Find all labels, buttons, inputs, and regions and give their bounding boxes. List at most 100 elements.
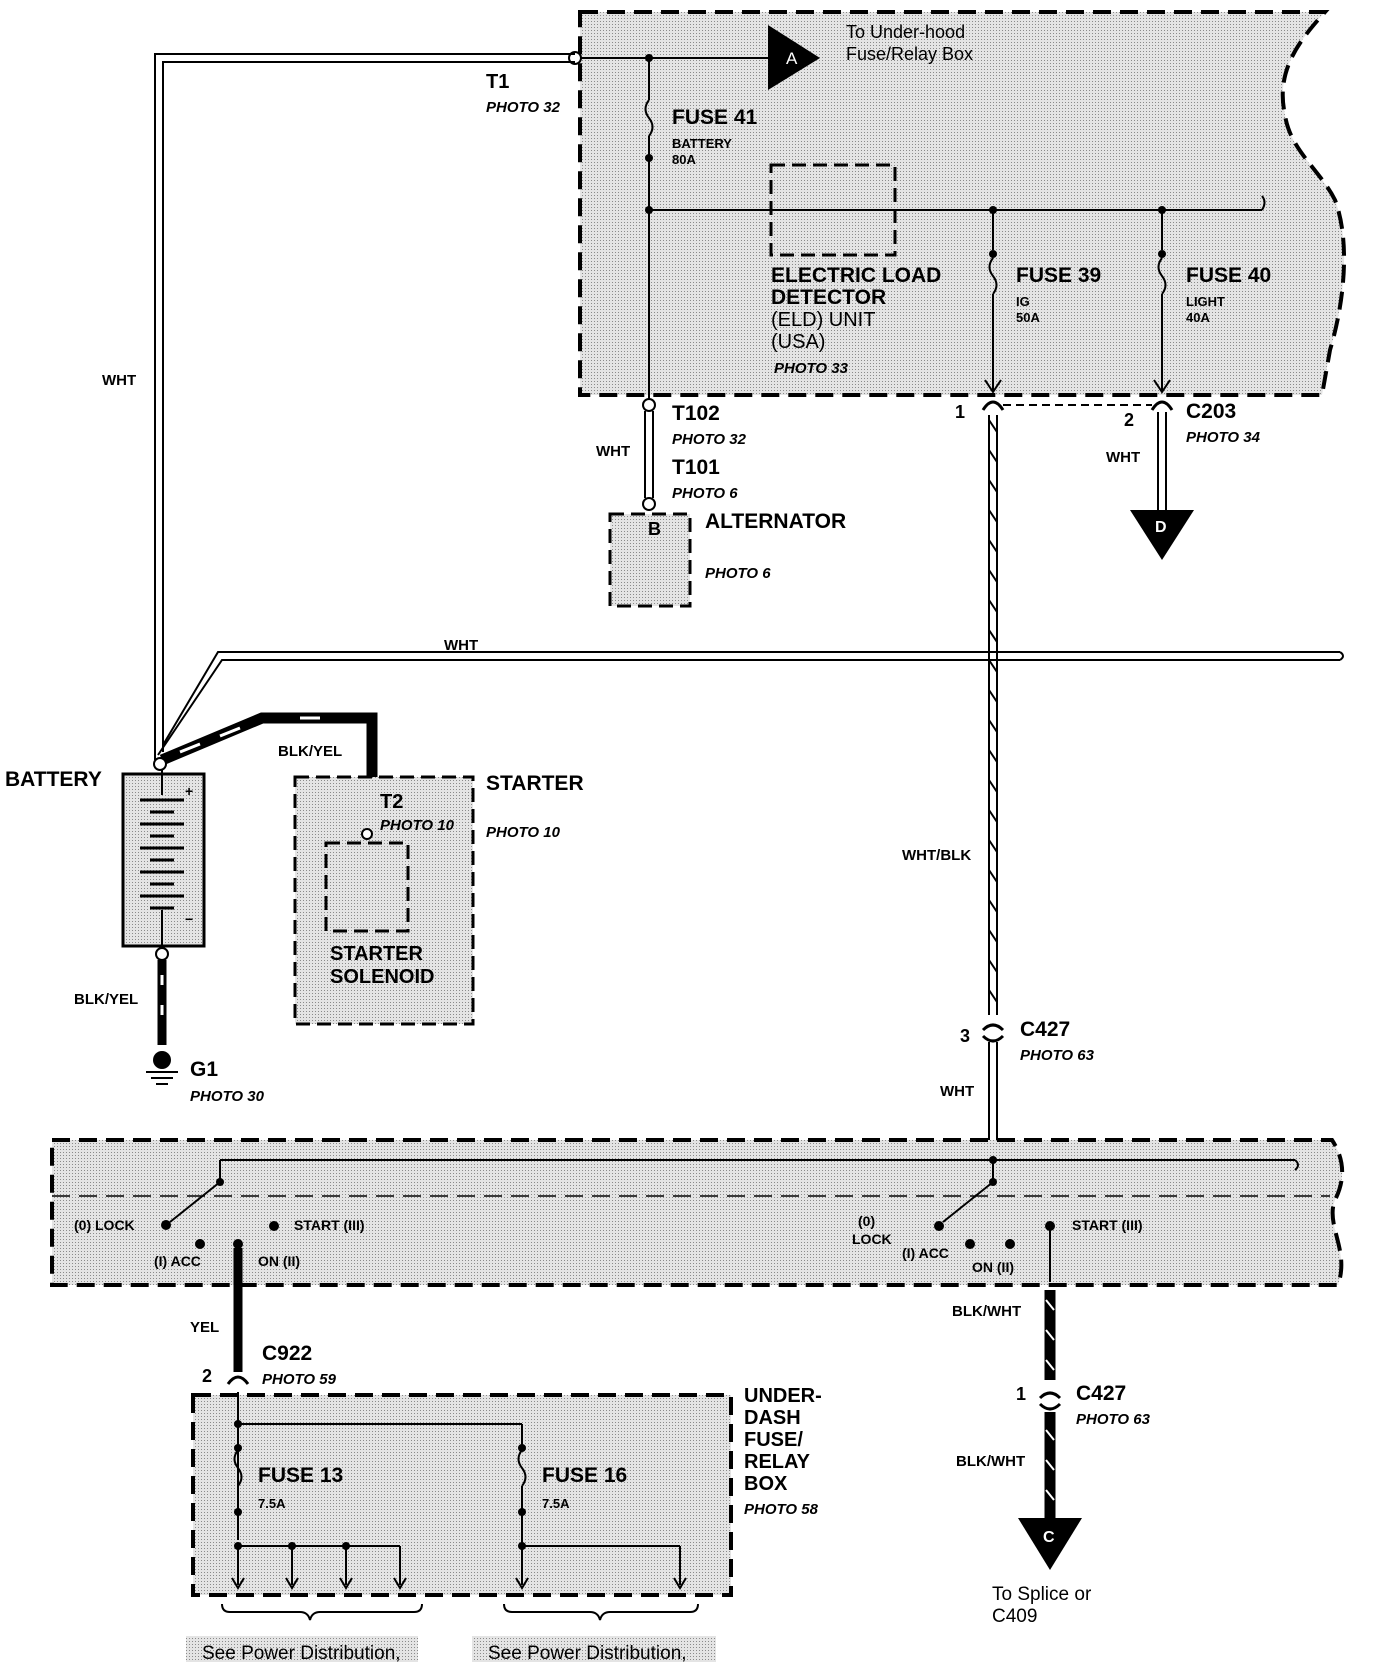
c427-bottom-label: C427 — [1076, 1382, 1126, 1405]
c427-top-photo: PHOTO 63 — [1020, 1047, 1095, 1064]
battery-label: BATTERY — [5, 768, 102, 791]
left-switch-acc: (I) ACC — [154, 1253, 201, 1269]
see-power-box-1 — [186, 1636, 418, 1662]
connector-a-arrow — [768, 25, 820, 90]
fuse-39-amp: 50A — [1016, 310, 1040, 325]
ground-icon — [146, 1051, 178, 1085]
eld-unit-box — [769, 163, 897, 257]
starter-solenoid-box — [324, 841, 410, 933]
alternator-label: ALTERNATOR — [705, 510, 846, 533]
wht-blk-stripes — [988, 419, 998, 1003]
right-switch-blade — [942, 1181, 994, 1223]
c203-pin2 — [1150, 400, 1174, 411]
underdash-label-5: BOX — [744, 1473, 788, 1495]
t1-photo: PHOTO 32 — [486, 99, 561, 116]
t2-terminal — [361, 828, 373, 840]
fuse-39-label: FUSE 39 — [1016, 264, 1101, 287]
ground-g1-label: G1 — [190, 1058, 218, 1081]
t101-photo: PHOTO 6 — [672, 485, 738, 502]
battery-positive-terminal — [153, 757, 167, 771]
t2-photo: PHOTO 10 — [380, 817, 455, 834]
c922-connector — [226, 1375, 250, 1385]
underdash-label-3: FUSE/ — [744, 1429, 803, 1451]
to-underhood-text: To Under-hood — [846, 22, 965, 42]
c922-photo: PHOTO 59 — [262, 1371, 337, 1388]
see-power-distribution-1[interactable]: See Power Distribution, — [202, 1643, 401, 1662]
wire-blk-yel-top: BLK/YEL — [278, 743, 342, 760]
fuse-41-amp: 80A — [672, 152, 696, 167]
t101-terminal — [642, 497, 656, 511]
wire-blk-wht-top: BLK/WHT — [952, 1303, 1021, 1320]
wire-blk-yel-bottom: BLK/YEL — [74, 991, 138, 1008]
fuse-40-symbol — [1157, 257, 1167, 295]
fuse-13-label: FUSE 13 — [258, 1464, 343, 1487]
left-switch-blade — [169, 1181, 221, 1223]
fuse-40-label: FUSE 40 — [1186, 264, 1271, 287]
t102-label: T102 — [672, 402, 720, 425]
starter-solenoid-label-1: STARTER — [330, 943, 424, 965]
connector-c-arrow — [1018, 1518, 1082, 1570]
alternator-photo: PHOTO 6 — [705, 565, 771, 582]
wire-wht-middle: WHT — [444, 637, 478, 654]
battery-cells — [140, 798, 184, 910]
fuse-16-symbol — [517, 1449, 527, 1487]
starter-photo: PHOTO 10 — [486, 824, 561, 841]
c203-pin1 — [981, 400, 1005, 411]
wire-blk-wht-bottom: BLK/WHT — [956, 1453, 1025, 1470]
arrow-a-letter: A — [786, 49, 798, 68]
right-switch-lock-2: LOCK — [852, 1231, 892, 1247]
fuse-40-amp: 40A — [1186, 310, 1210, 325]
starter-solenoid-label-2: SOLENOID — [330, 966, 434, 988]
underhood-fuse-box — [578, 10, 1347, 397]
c922-label: C922 — [262, 1342, 312, 1365]
fuse-16-amp: 7.5A — [542, 1496, 570, 1511]
arrow-c-letter: C — [1043, 1529, 1055, 1546]
eld-label-1: ELECTRIC LOAD — [771, 264, 941, 287]
wire-wht-d: WHT — [1106, 449, 1140, 466]
left-switch-start: START (III) — [294, 1217, 365, 1233]
fuse-41-sub: BATTERY — [672, 136, 732, 151]
brace-right — [503, 1603, 699, 1621]
wire-wht-blk: WHT/BLK — [902, 847, 971, 864]
t2-label: T2 — [380, 791, 403, 813]
underdash-label-1: UNDER- — [744, 1385, 822, 1407]
wire-wht-c427: WHT — [940, 1083, 974, 1100]
fuse-40-sub: LIGHT — [1186, 294, 1225, 309]
wire-yel: YEL — [190, 1319, 219, 1336]
fuse-39-sub: IG — [1016, 294, 1030, 309]
ignition-switch-box — [50, 1138, 1345, 1287]
brace-left — [221, 1603, 423, 1621]
underdash-label-2: DASH — [744, 1407, 801, 1429]
alternator-box — [608, 512, 692, 608]
arrow-d-letter: D — [1155, 519, 1167, 536]
see-power-distribution-2[interactable]: See Power Distribution, — [488, 1643, 687, 1662]
c203-label: C203 — [1186, 400, 1236, 423]
t101-label: T101 — [672, 456, 720, 479]
c427-bottom-photo: PHOTO 63 — [1076, 1411, 1151, 1428]
fuse-41-label: FUSE 41 — [672, 106, 758, 129]
starter-label: STARTER — [486, 772, 584, 795]
fuse-41-symbol — [644, 99, 654, 137]
right-switch-lock-1: (0) — [858, 1213, 875, 1229]
c203-pin1-label: 1 — [955, 402, 965, 422]
t1-label: T1 — [486, 71, 509, 93]
fuse-39-symbol — [988, 257, 998, 295]
t102-terminal — [642, 398, 656, 412]
c922-pin: 2 — [202, 1366, 212, 1386]
t102-photo: PHOTO 32 — [672, 431, 747, 448]
c427-top-pin: 3 — [960, 1026, 970, 1046]
see-power-box-2 — [472, 1636, 716, 1662]
c203-photo: PHOTO 34 — [1186, 429, 1261, 446]
wire-wht-left: WHT — [102, 372, 136, 389]
alternator-terminal-b: B — [648, 519, 661, 539]
to-underhood-text-2: Fuse/Relay Box — [846, 44, 973, 64]
fuse-16-label: FUSE 16 — [542, 1464, 627, 1487]
battery-minus: − — [185, 911, 193, 927]
c427-top-label: C427 — [1020, 1018, 1070, 1041]
right-switch-start: START (III) — [1072, 1217, 1143, 1233]
c427-bottom-pin: 1 — [1016, 1384, 1026, 1404]
right-switch-on: ON (II) — [972, 1259, 1014, 1275]
left-switch-lock: (0) LOCK — [74, 1217, 135, 1233]
left-switch-on: ON (II) — [258, 1253, 300, 1269]
